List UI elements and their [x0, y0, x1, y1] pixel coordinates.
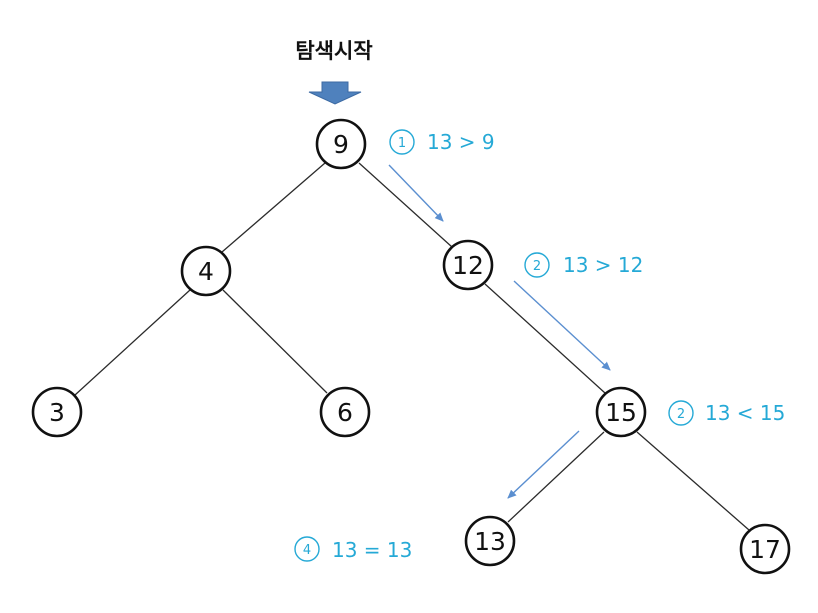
step-comparison-text: 13 = 13: [332, 538, 412, 562]
tree-node-3: 3: [31, 386, 83, 438]
step-number: 4: [303, 543, 311, 558]
step-annotation-1: 1 13 > 9: [389, 129, 495, 155]
edge-9-4: [221, 162, 326, 253]
tree-node-9: 9: [315, 118, 367, 170]
tree-node-12: 12: [442, 239, 494, 291]
edge-15-17: [636, 431, 750, 531]
edge-12-15: [484, 283, 606, 394]
step-arrow-1: [388, 164, 444, 222]
edge-4-3: [74, 289, 191, 396]
tree-node-4: 4: [180, 245, 232, 297]
tree-node-15: 15: [595, 386, 647, 438]
tree-node-label: 15: [605, 398, 637, 427]
tree-node-label: 4: [198, 257, 214, 286]
step-comparison-text: 13 > 12: [563, 253, 643, 277]
tree-node-17: 17: [739, 523, 791, 575]
step-annotation-2: 2 13 > 12: [524, 252, 643, 278]
search-start-arrow-icon: [308, 81, 362, 105]
tree-node-label: 3: [49, 398, 65, 427]
edge-4-6: [222, 289, 328, 394]
step-number: 2: [677, 407, 685, 422]
search-start-label: 탐색시작: [295, 39, 372, 63]
step-number: 1: [398, 136, 406, 151]
edge-9-12: [358, 162, 453, 248]
tree-edges: [74, 162, 750, 531]
step-annotation-3: 2 13 < 15: [668, 400, 785, 426]
step-annotation-4: 4 13 = 13: [294, 536, 412, 562]
step-comparison-text: 13 > 9: [427, 130, 495, 154]
tree-node-6: 6: [319, 386, 371, 438]
edge-15-13: [507, 431, 605, 523]
tree-node-label: 6: [337, 398, 353, 427]
tree-node-label: 13: [474, 527, 506, 556]
tree-node-label: 9: [333, 130, 349, 159]
tree-node-label: 17: [749, 535, 781, 564]
tree-node-13: 13: [464, 515, 516, 567]
step-arrow-3: [507, 430, 580, 499]
step-comparison-text: 13 < 15: [705, 401, 785, 425]
step-number: 2: [533, 259, 541, 274]
tree-node-label: 12: [452, 251, 484, 280]
step-arrow-2: [513, 280, 611, 371]
search-path-arrows: [388, 164, 611, 499]
